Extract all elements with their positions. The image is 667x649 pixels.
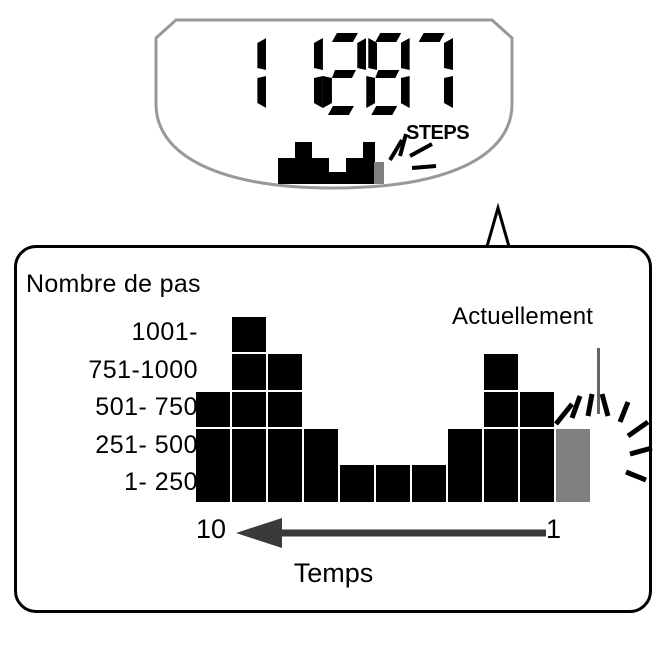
bar-cell <box>268 389 304 427</box>
bar-chart-plot-area <box>196 314 592 502</box>
bar-cell <box>484 389 520 427</box>
y-axis-labels: 1001- 751-1000 501- 750 251- 500 1- 250 <box>18 314 198 502</box>
y-axis-tick: 251- 500 <box>95 430 198 459</box>
x-axis-title: Temps <box>293 558 374 588</box>
bar-cell <box>196 389 232 427</box>
bar-cell <box>232 314 268 352</box>
bar-column <box>448 427 484 502</box>
bar-cell <box>340 464 376 502</box>
bar-cell <box>232 464 268 502</box>
bar-cell <box>232 352 268 390</box>
bar-column <box>196 389 232 502</box>
bar-cell <box>448 464 484 502</box>
bar-cell <box>520 464 556 502</box>
current-pointer-line <box>597 348 600 414</box>
y-axis-tick: 1- 250 <box>124 468 198 496</box>
blink-sparkle-icon <box>554 393 653 483</box>
bar-column <box>268 352 304 502</box>
bar-column <box>412 464 448 502</box>
page-title: Nombre de pas <box>26 270 201 298</box>
bar-cell <box>448 427 484 465</box>
bar-cell <box>268 427 304 465</box>
bar-cell <box>520 389 556 427</box>
bar-cell <box>196 464 232 502</box>
bar-cell <box>232 389 268 427</box>
y-axis-tick: 751-1000 <box>88 355 198 384</box>
bar-column <box>232 314 268 502</box>
lcd-digit-4 <box>366 33 409 115</box>
blink-sparkle-icon <box>388 133 437 170</box>
bar-cell <box>412 464 448 502</box>
bar-cell-current <box>556 427 592 465</box>
bar-column <box>376 464 412 502</box>
left-arrow-icon <box>236 518 546 548</box>
bar-cell <box>304 464 340 502</box>
y-axis-tick: 1001- <box>131 318 198 346</box>
bar-cell <box>484 352 520 390</box>
lcd-digit-2 <box>280 33 323 115</box>
lcd-digit-3 <box>323 33 366 115</box>
bar-column <box>340 464 376 502</box>
bar-column <box>556 427 592 502</box>
x-axis-start-tick: 10 <box>196 514 227 544</box>
y-axis-tick: 501- 750 <box>95 393 198 421</box>
lcd-bezel-outline <box>154 18 514 190</box>
bar-chart-icon <box>278 142 384 184</box>
bar-cell-current <box>556 464 592 502</box>
bar-cell <box>484 464 520 502</box>
current-annotation-label: Actuellement <box>452 303 594 330</box>
bar-cell <box>232 427 268 465</box>
lcd-display-panel: STEPS <box>148 16 558 266</box>
bar-column <box>520 389 556 502</box>
bar-cell <box>484 427 520 465</box>
bar-cell <box>304 427 340 465</box>
bar-cell <box>196 427 232 465</box>
bar-cell <box>268 464 304 502</box>
x-axis-end-tick: 1 <box>546 514 562 544</box>
bar-cell <box>268 352 304 390</box>
bar-cell <box>376 464 412 502</box>
bar-column <box>484 352 520 502</box>
lcd-steps-unit-label: STEPS <box>406 122 470 144</box>
lcd-digit-1 <box>223 33 266 115</box>
lcd-step-count <box>223 32 453 116</box>
lcd-digit-5 <box>410 33 453 115</box>
bar-column <box>304 427 340 502</box>
bar-cell <box>520 427 556 465</box>
